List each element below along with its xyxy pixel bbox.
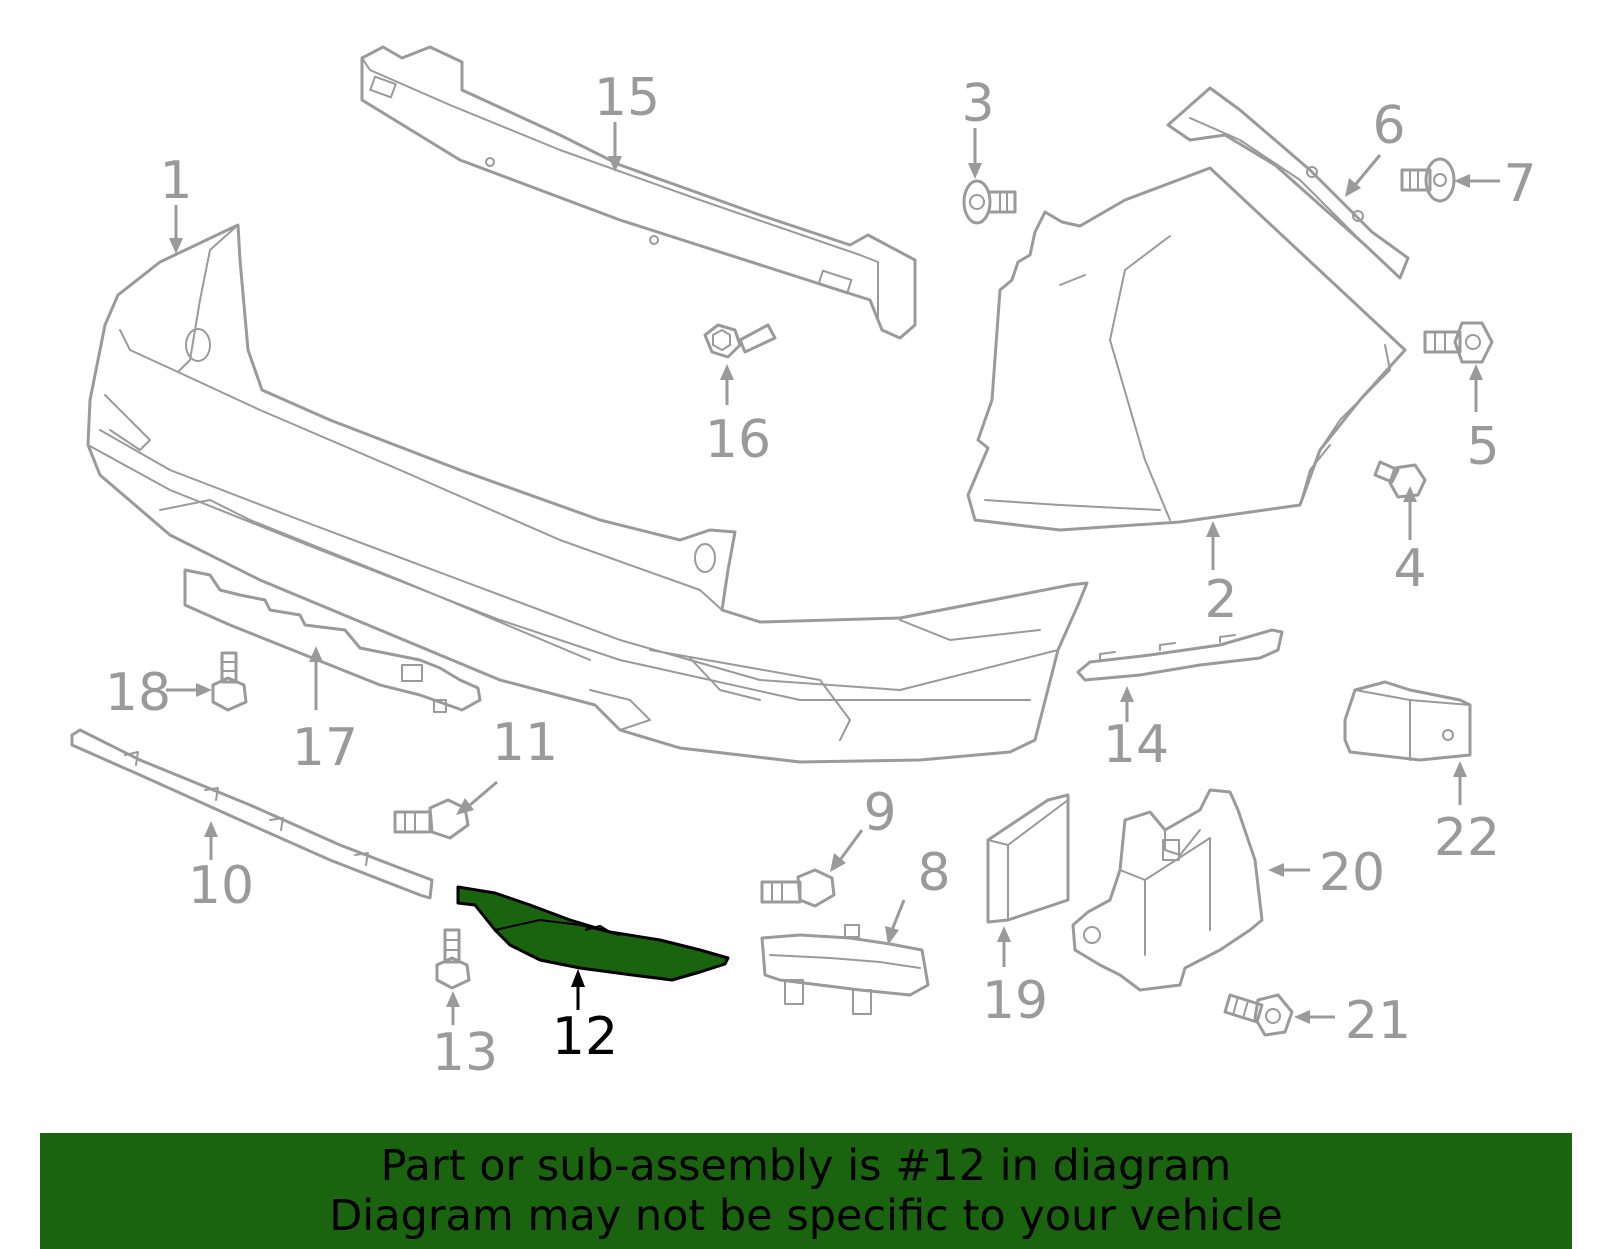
part-14-reflector-strip: [1076, 628, 1284, 682]
banner-line-1: Part or sub-assembly is #12 in diagram: [380, 1141, 1232, 1191]
callout-9: 9: [863, 783, 896, 843]
callout-labels: 1 2 3 4 5 6 7 8 9 10 11 12 13 14 15 16 1…: [105, 68, 1537, 1083]
fastener-7: [1400, 157, 1456, 203]
fastener-3: [962, 179, 1017, 225]
callout-8: 8: [917, 843, 950, 903]
fastener-9: [760, 868, 836, 908]
callout-2: 2: [1204, 570, 1237, 630]
part-10-lower-molding: [70, 728, 434, 900]
part-6-upper-strip: [1166, 86, 1410, 280]
callout-12-highlighted: 12: [552, 1007, 618, 1067]
fastener-11: [393, 798, 470, 840]
part-19-bracket-plate: [986, 793, 1070, 924]
info-banner: Part or sub-assembly is #12 in diagram D…: [40, 1133, 1572, 1249]
part-2-side-bracket: [966, 166, 1407, 532]
callout-3: 3: [961, 74, 994, 134]
part-15-reinforcement-beam: [360, 45, 917, 340]
callout-14: 14: [1103, 715, 1169, 775]
callout-5: 5: [1466, 417, 1499, 477]
callout-15: 15: [594, 68, 660, 128]
callout-11: 11: [492, 713, 558, 773]
callout-21: 21: [1345, 991, 1411, 1051]
callout-16: 16: [705, 410, 771, 470]
callout-22: 22: [1434, 808, 1500, 868]
part-8-reflector: [760, 924, 930, 1015]
fastener-13: [435, 928, 471, 990]
part-22-sensor: [1343, 680, 1472, 762]
fastener-5: [1423, 321, 1494, 364]
part-20-large-bracket: [1071, 788, 1264, 992]
callout-1: 1: [159, 151, 192, 211]
fastener-21: [1223, 993, 1294, 1037]
fastener-18: [211, 651, 248, 712]
callout-18: 18: [105, 663, 171, 723]
fastener-16: [703, 323, 777, 359]
callout-17: 17: [292, 718, 358, 778]
callout-7: 7: [1503, 154, 1536, 214]
part-1-bumper-cover: [86, 223, 1089, 764]
part-12-lower-valance-highlighted: [456, 885, 730, 982]
banner-line-2: Diagram may not be specific to your vehi…: [329, 1191, 1283, 1241]
callout-13: 13: [432, 1023, 498, 1083]
parts-diagram: 1 2 3 4 5 6 7 8 9 10 11 12 13 14 15 16 1…: [70, 45, 1537, 1083]
part-17-bracket-strip: [183, 568, 482, 713]
callout-20: 20: [1319, 843, 1385, 903]
callout-4: 4: [1393, 539, 1426, 599]
callout-19: 19: [982, 971, 1048, 1031]
callout-6: 6: [1372, 96, 1405, 156]
callout-10: 10: [188, 856, 254, 916]
arrows: [166, 122, 1500, 1025]
fastener-4: [1373, 460, 1427, 499]
